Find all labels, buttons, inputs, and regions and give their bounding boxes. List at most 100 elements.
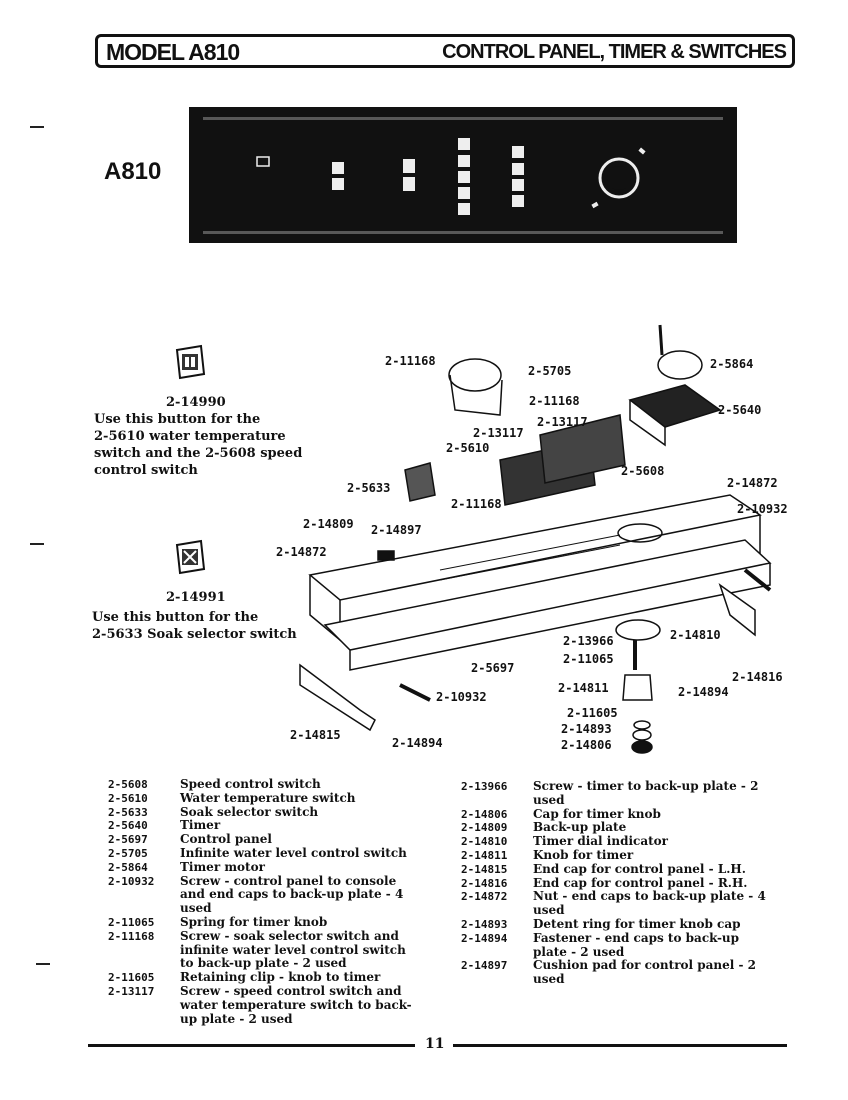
callout-label: 2-14806: [561, 738, 612, 752]
part-description: used: [180, 901, 212, 916]
part-number: 2-5705: [108, 846, 148, 860]
footer-rule-left: [88, 1044, 415, 1047]
callout-label: 2-11605: [567, 706, 618, 720]
part-description: Control panel: [180, 832, 272, 847]
legend-row: 2-14809 Back-up plate: [461, 821, 766, 835]
part-description: Spring for timer knob: [180, 914, 328, 929]
part-number: 2-14897: [461, 959, 508, 973]
part-number: 2-5864: [108, 860, 148, 874]
part-description: End cap for control panel - R.H.: [533, 875, 748, 890]
part-description: Speed control switch: [180, 777, 321, 791]
legend-row: 2-5610 Water temperature switch: [108, 790, 412, 806]
button-note-line: switch and the 2-5608 speed: [94, 446, 303, 461]
part-description: infinite water level control switch: [180, 942, 406, 957]
part-description: Screw - speed control switch and: [180, 983, 402, 998]
part-description: plate - 2 used: [533, 944, 625, 959]
legend-row: 2-5864 Timer motor: [108, 859, 412, 875]
part-number: [461, 973, 533, 987]
part-description: up plate - 2 used: [180, 1011, 293, 1026]
part-number: 2-5640: [108, 819, 148, 833]
part-description: Cap for timer knob: [533, 806, 661, 821]
part-description: Cushion pad for control panel - 2: [533, 958, 757, 973]
part-number: [108, 999, 180, 1013]
callout-label: 2-11168: [451, 497, 502, 511]
legend-row: 2-5705 Infinite water level control switc…: [108, 845, 412, 861]
callout-label: 2-11168: [385, 354, 436, 368]
part-number: 2-10932: [108, 874, 155, 888]
part-number: [108, 957, 180, 971]
callout-label: 2-10932: [436, 690, 487, 704]
part-description: Screw - control panel to console: [180, 873, 397, 888]
part-number: 2-14893: [461, 917, 508, 931]
callout-label: 2-14894: [392, 736, 443, 750]
margin-tick: [36, 963, 50, 965]
part-description: End cap for control panel - L.H.: [533, 861, 746, 876]
part-description: to back-up plate - 2 used: [180, 956, 347, 971]
callout-label: 2-10932: [737, 502, 788, 516]
callout-label: 2-5640: [718, 403, 762, 417]
part-description: used: [533, 972, 565, 987]
part-number: 2-14815: [461, 862, 508, 876]
part-description: Retaining clip - knob to timer: [180, 970, 381, 985]
callout-label: 2-13117: [473, 426, 524, 440]
callout-label: 2-5610: [446, 441, 490, 455]
part-number: [108, 888, 180, 902]
page-header: MODEL A810 CONTROL PANEL, TIMER & SWITCH…: [95, 34, 795, 68]
part-number: 2-14809: [461, 821, 508, 835]
callout-label: 2-14809: [303, 517, 354, 531]
part-description: Timer dial indicator: [533, 834, 668, 849]
legend-row: 2-14815 End cap for control panel - L.H.: [461, 861, 766, 877]
header-model: MODEL A810: [106, 39, 240, 65]
part-description: Back-up plate: [533, 820, 627, 835]
callout-label: 2-14894: [678, 685, 729, 699]
callout-label: 2-13966: [563, 634, 614, 648]
part-number: [108, 944, 180, 958]
callout-label: 2-11065: [563, 652, 614, 666]
legend-row: used: [461, 793, 766, 808]
button-note-line: 2-5610 water temperature: [94, 429, 286, 444]
legend-row: used: [461, 972, 766, 987]
button-14991-icon: [175, 539, 206, 575]
part-description: Water temperature switch: [180, 790, 356, 805]
part-number: 2-5610: [108, 791, 148, 805]
part-number: 2-14810: [461, 835, 508, 849]
part-number: 2-5608: [108, 778, 148, 791]
part-description: Timer motor: [180, 859, 265, 874]
legend-row: up plate - 2 used: [108, 1011, 412, 1027]
legend-row: infinite water level control switch: [108, 942, 412, 958]
legend-row: plate - 2 used: [461, 944, 766, 960]
part-description: Detent ring for timer knob cap: [533, 916, 741, 931]
part-description: used: [533, 903, 565, 918]
margin-tick: [30, 126, 44, 128]
button-14990-icon: [175, 344, 206, 380]
legend-row: 2-14810 Timer dial indicator: [461, 834, 766, 849]
exploded-parts-diagram: [299, 324, 772, 754]
legend-row: used: [108, 901, 412, 916]
part-description: Screw - timer to back-up plate - 2: [533, 779, 759, 793]
margin-tick: [30, 543, 44, 545]
part-description: Soak selector switch: [180, 804, 319, 819]
parts-legend-left: 2-5608 Speed control switch 2-5610 Water te…: [108, 777, 412, 1027]
legend-row: water temperature switch to back-: [108, 997, 412, 1013]
legend-row: 2-10932 Screw - control panel to console: [108, 873, 412, 889]
callout-label: 2-5705: [528, 364, 572, 378]
legend-row: 2-5608 Speed control switch: [108, 777, 412, 792]
part-number: 2-14894: [461, 931, 508, 945]
part-description: water temperature switch to back-: [180, 997, 412, 1012]
callout-label: 2-14872: [276, 545, 327, 559]
legend-row: to back-up plate - 2 used: [108, 957, 412, 971]
button-part-number: 2-14990: [166, 395, 226, 410]
part-number: 2-11168: [108, 929, 155, 943]
legend-row: 2-14893 Detent ring for timer knob cap: [461, 916, 766, 932]
callout-label: 2-13117: [537, 415, 588, 429]
button-note-line: Use this button for the: [92, 610, 259, 625]
part-description: Infinite water level control switch: [180, 845, 407, 860]
